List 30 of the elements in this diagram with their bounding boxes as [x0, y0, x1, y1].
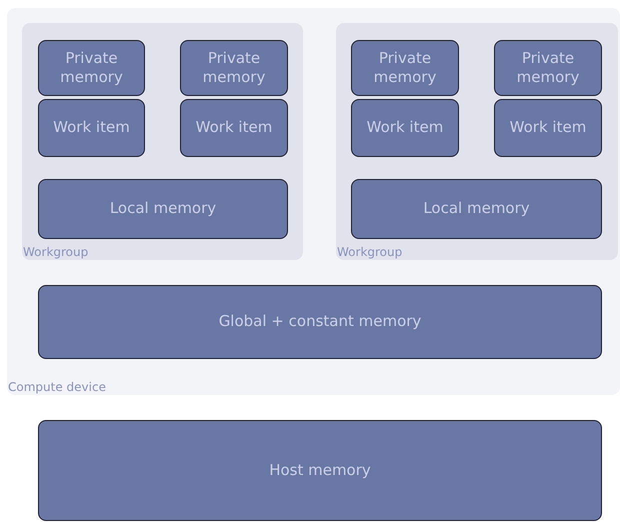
container-label: Compute device — [8, 380, 106, 394]
box-label: Private memory — [59, 48, 124, 88]
memory-box — [38, 285, 602, 359]
memory-box — [494, 99, 602, 157]
box-label: Work item — [366, 118, 444, 138]
memory-box — [38, 99, 145, 157]
memory-box — [351, 40, 459, 96]
box-label: Work item — [510, 118, 586, 138]
container-label: Workgroup — [337, 245, 402, 259]
container-label: Workgroup — [23, 245, 88, 259]
box-label: Local memory — [423, 199, 530, 219]
memory-box — [494, 40, 602, 96]
box-label: Host memory — [269, 460, 371, 480]
group-panel — [336, 23, 618, 260]
memory-box — [38, 179, 288, 239]
memory-box — [180, 99, 288, 157]
device-panel — [7, 8, 620, 395]
memory-box — [351, 179, 602, 239]
box-label: Private memory — [372, 48, 438, 88]
box-label: Local memory — [110, 199, 216, 219]
memory-box — [38, 420, 602, 521]
box-label: Private memory — [202, 48, 266, 88]
box-label: Global + constant memory — [218, 312, 422, 332]
box-label: Private memory — [516, 48, 580, 88]
box-label: Work item — [196, 118, 272, 138]
memory-box — [180, 40, 288, 96]
memory-box — [38, 40, 145, 96]
memory-box — [351, 99, 459, 157]
group-panel — [22, 23, 303, 260]
box-label: Work item — [53, 118, 130, 138]
